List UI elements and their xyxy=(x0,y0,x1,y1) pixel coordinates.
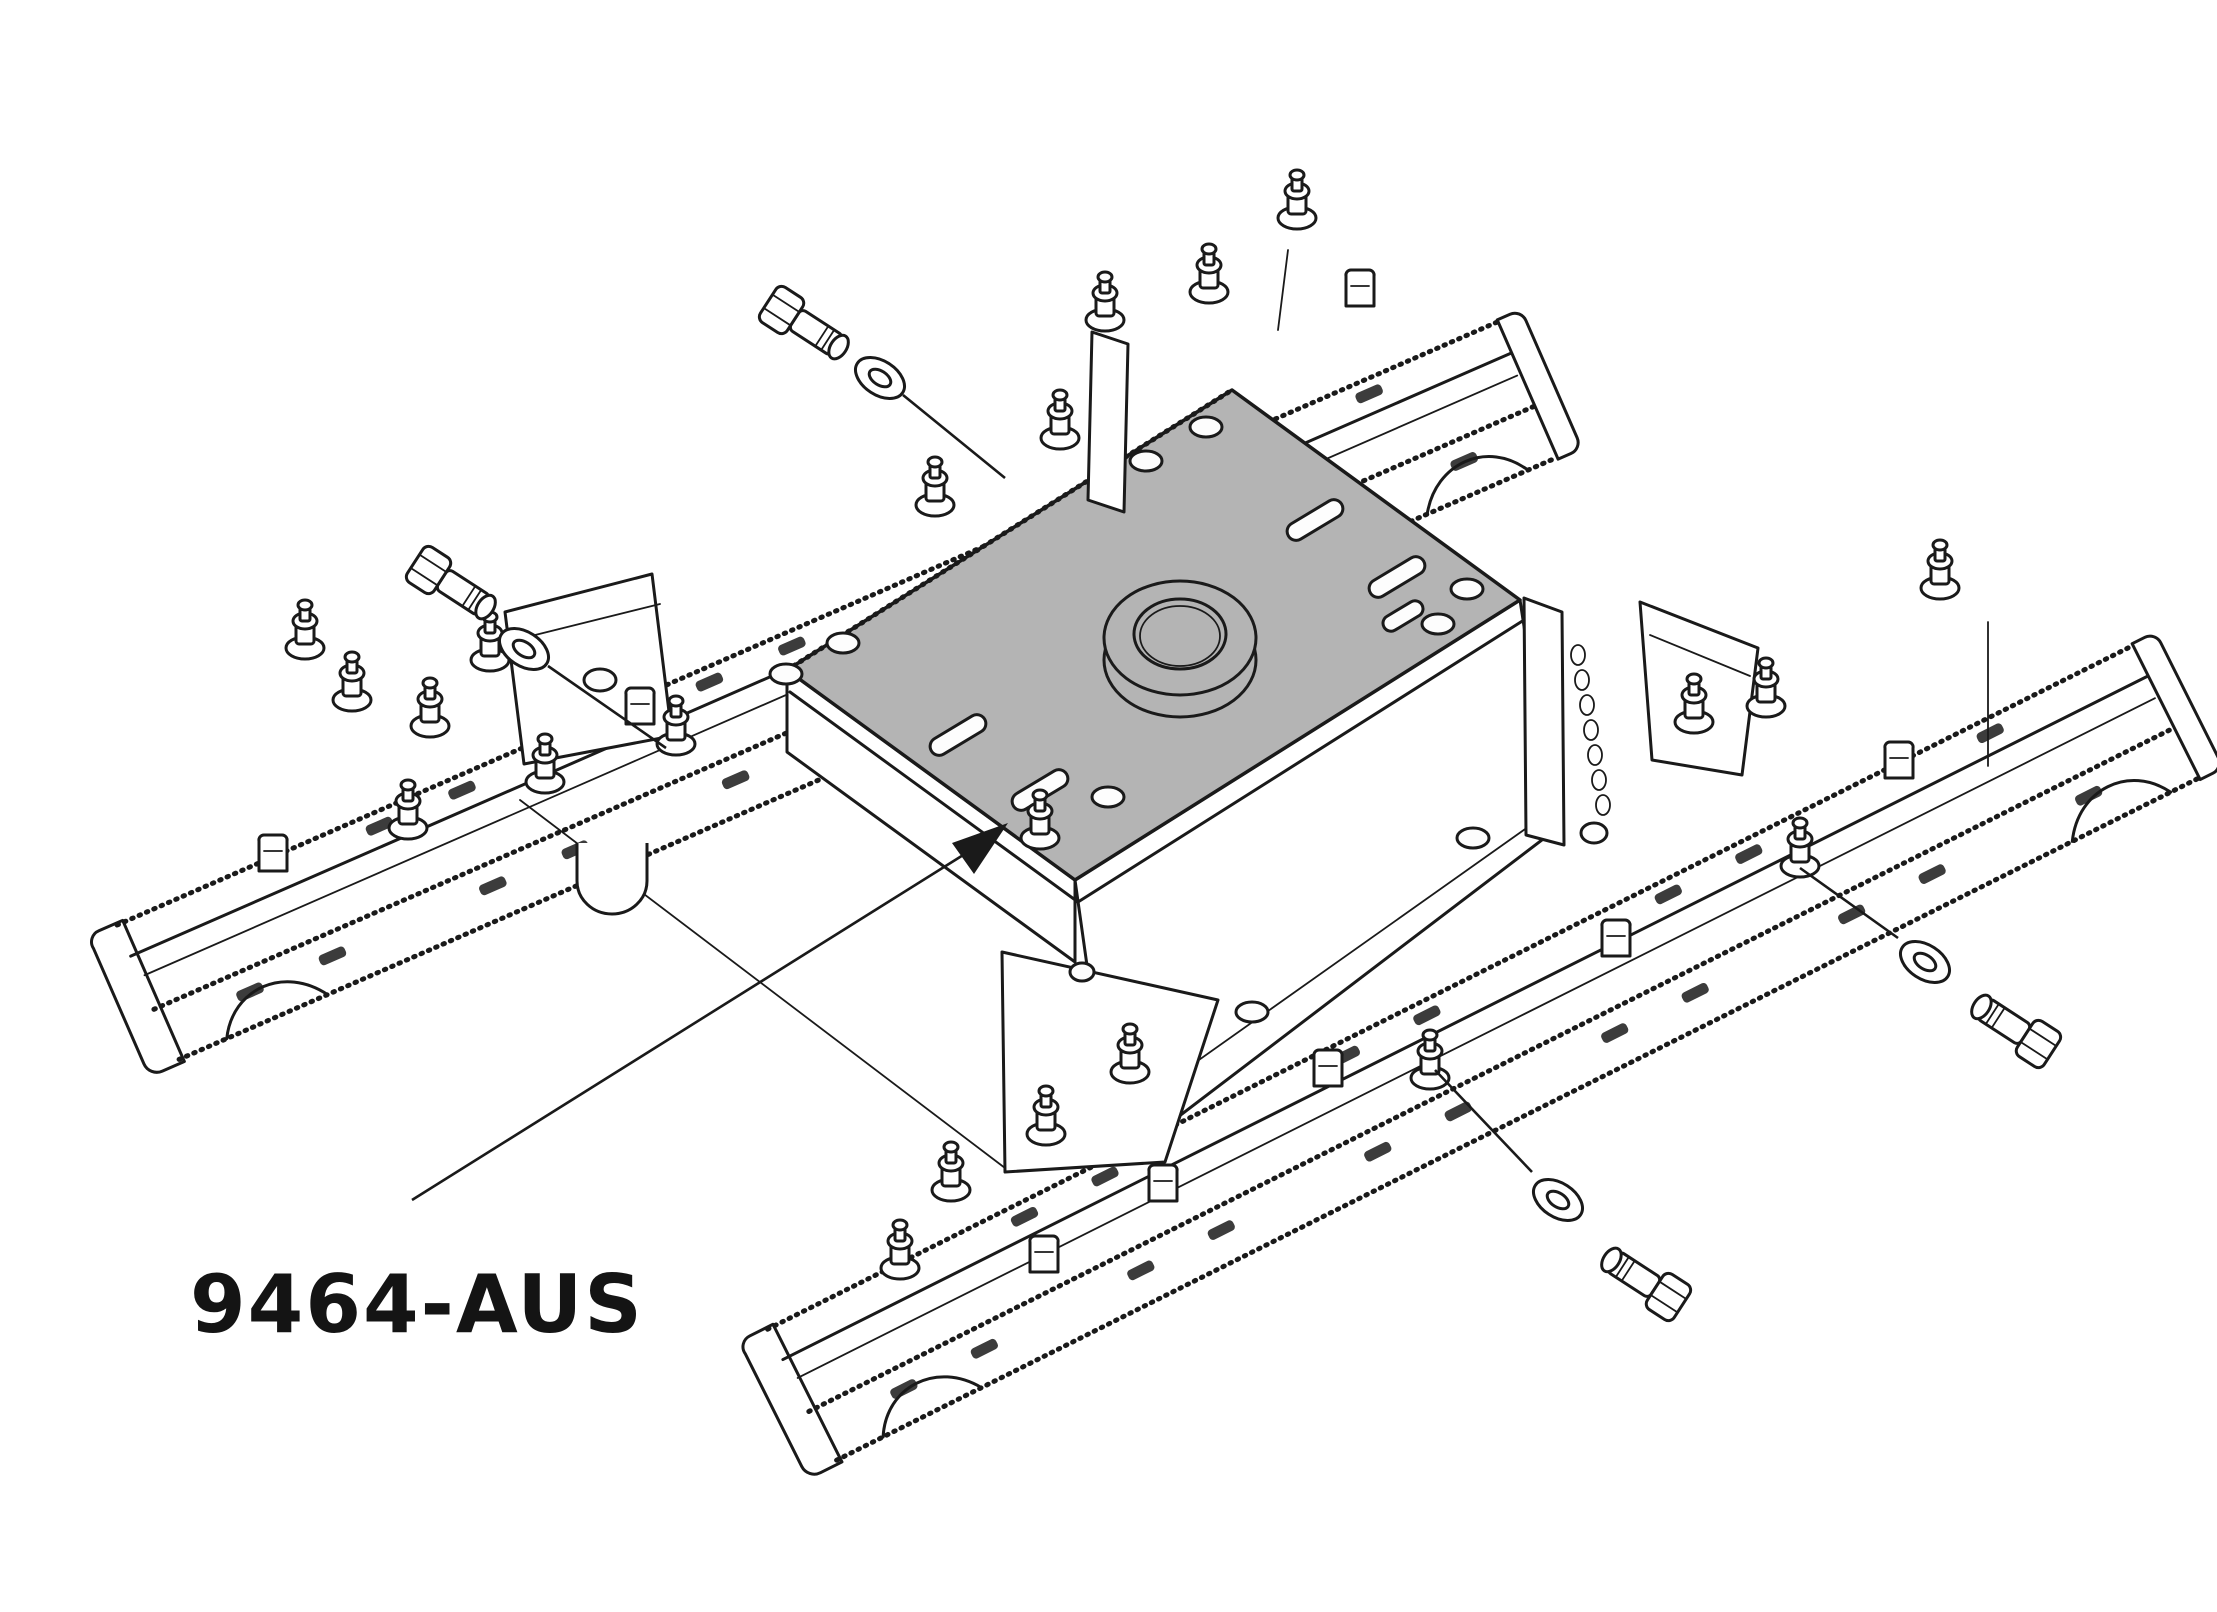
rail-end-cap-left xyxy=(90,918,186,1074)
rail-foot-cutout xyxy=(2070,779,2173,843)
exploded-carriage-bolt-front xyxy=(1919,538,1961,601)
washer-icon xyxy=(1524,1169,1592,1231)
bolt-washer-set-2 xyxy=(755,282,1006,480)
frame-right-column xyxy=(1522,596,1566,847)
washer-icon xyxy=(1891,931,1959,993)
assembly-line xyxy=(1799,866,1899,940)
bolt-washer-set-1 xyxy=(402,542,667,750)
part-callout: 9464-AUS xyxy=(190,823,1008,1351)
exploded-carriage-bolt-rear xyxy=(1276,168,1318,231)
front-gusset-bracket xyxy=(1000,950,1220,1174)
right-rail-bracket xyxy=(1638,600,1787,777)
part-number-label: 9464-AUS xyxy=(190,1258,644,1351)
mounting-plate xyxy=(768,387,1526,904)
exploded-hardware xyxy=(402,282,2065,1325)
bolt-washer-set-4 xyxy=(1799,866,2065,1072)
hub-ring xyxy=(1102,579,1258,719)
hex-bolt-icon xyxy=(1961,983,2065,1072)
assembly-line xyxy=(547,664,667,750)
arrowhead-icon xyxy=(952,823,1008,874)
rail-end-cap-left xyxy=(741,1322,844,1476)
rail-fasteners xyxy=(257,168,1989,1281)
hex-bolt-icon xyxy=(402,542,506,631)
leader-line xyxy=(411,850,969,1202)
bracket-hole xyxy=(582,667,618,693)
assembly-line xyxy=(1434,1069,1533,1173)
washer-icon xyxy=(846,347,914,409)
hex-bolt-icon xyxy=(1591,1236,1695,1325)
safety-chain xyxy=(1570,644,1611,845)
rail-end-cap-right xyxy=(1495,311,1580,461)
assembly-line xyxy=(902,393,1006,480)
rail-end-cap-right xyxy=(2130,634,2217,782)
bolt-washer-set-3 xyxy=(1434,1069,1695,1325)
chain-hook xyxy=(1579,821,1609,845)
frame-center-tube xyxy=(575,843,649,916)
hex-bolt-icon xyxy=(755,282,859,371)
frame-upright-tab xyxy=(1084,270,1130,514)
